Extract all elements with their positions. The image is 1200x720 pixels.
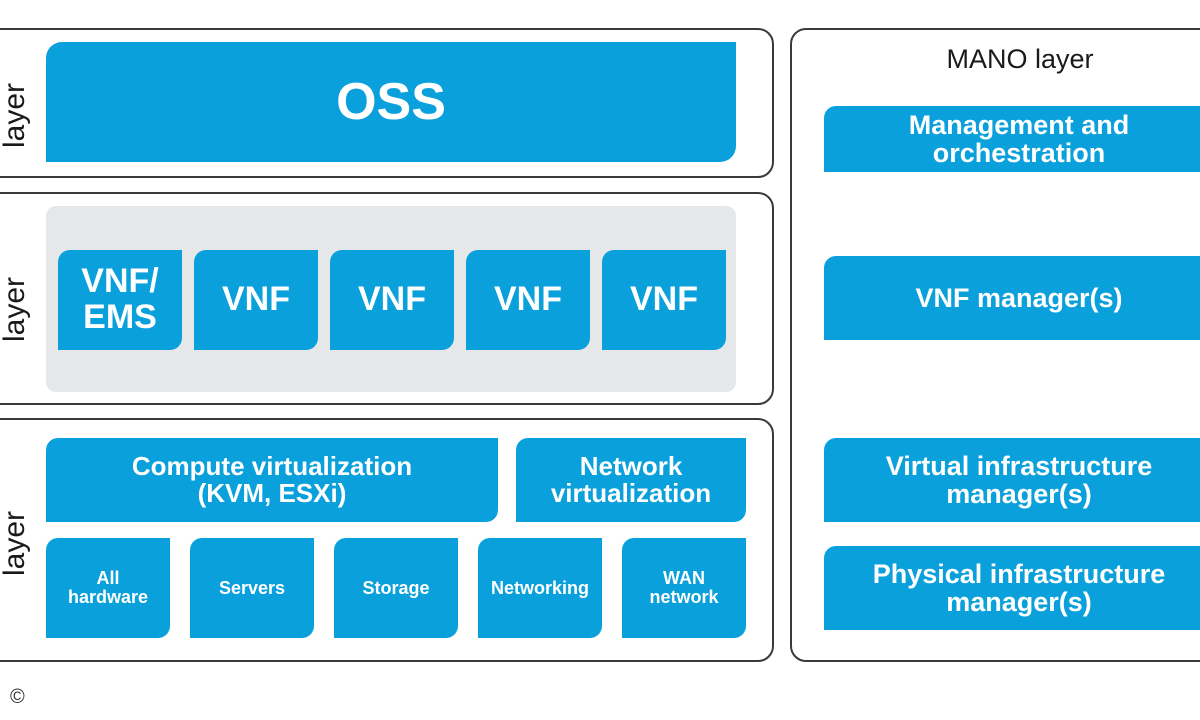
copyright-icon: © xyxy=(10,686,25,708)
oss-box: OSS xyxy=(46,42,736,162)
oss-layer-side-label: layer xyxy=(0,82,31,148)
vnf-ems-box: VNF/ EMS xyxy=(58,250,182,350)
vnf-layer-side-label: layer xyxy=(0,276,31,342)
vnf-manager-box: VNF manager(s) xyxy=(824,256,1200,340)
hardware-box-servers: Servers xyxy=(190,538,314,638)
management-orchestration-box: Management and orchestration xyxy=(824,106,1200,172)
vnf-box-1: VNF xyxy=(194,250,318,350)
physical-infrastructure-manager-box: Physical infrastructure manager(s) xyxy=(824,546,1200,630)
mano-layer-title: MANO layer xyxy=(946,44,1094,74)
virtual-infrastructure-manager-box: Virtual infrastructure manager(s) xyxy=(824,438,1200,522)
hardware-box-networking: Networking xyxy=(478,538,602,638)
vnf-box-4: VNF xyxy=(602,250,726,350)
nfvi-layer-side-label: layer xyxy=(0,510,31,576)
compute-virtualization-box: Compute virtualization (KVM, ESXi) xyxy=(46,438,498,522)
network-virtualization-box: Network virtualization xyxy=(516,438,746,522)
hardware-box-storage: Storage xyxy=(334,538,458,638)
hardware-box-all: All hardware xyxy=(46,538,170,638)
hardware-box-wan: WAN network xyxy=(622,538,746,638)
vnf-box-2: VNF xyxy=(330,250,454,350)
vnf-box-3: VNF xyxy=(466,250,590,350)
